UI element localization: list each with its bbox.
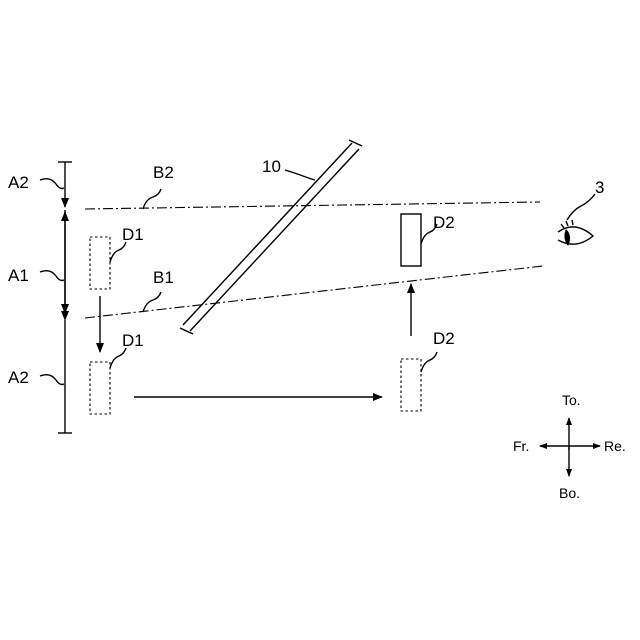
label-b1: B1 [153,268,174,287]
d2-upper-solid [401,214,421,266]
label-viewer: 3 [595,178,604,197]
label-d1-top: D1 [122,225,144,244]
mirror-leader [285,170,315,180]
direction-compass: To. Bo. Fr. Re. [513,392,626,501]
dir-bottom: Bo. [559,485,580,501]
dir-rear: Re. [604,438,626,454]
d2-lower-leader [421,352,437,372]
label-a2-bottom: A2 [8,368,29,387]
a2-top-leader [40,179,64,189]
b1-leader [143,292,161,312]
dir-front: Fr. [513,438,529,454]
boundary-b2-line [85,202,540,209]
label-a2-top: A2 [8,173,29,192]
dir-top: To. [562,392,581,408]
label-d2-top: D2 [433,213,455,232]
label-d1-bottom: D1 [122,331,144,350]
d2-lower-dashed [401,359,421,411]
b2-leader [143,189,161,209]
d1-lower-leader [110,348,126,368]
range-scale [58,162,72,433]
a2-bottom-leader [40,375,64,385]
eye-icon [558,220,593,246]
label-a1: A1 [8,266,29,285]
d1-lower-dashed [90,362,110,414]
d1-upper-dashed [90,237,110,289]
a1-leader [40,271,64,281]
d1-upper-leader [110,242,126,262]
label-b2: B2 [153,163,174,182]
eye-leader [567,194,595,220]
label-d2-bottom: D2 [433,329,455,348]
label-mirror: 10 [262,157,281,176]
